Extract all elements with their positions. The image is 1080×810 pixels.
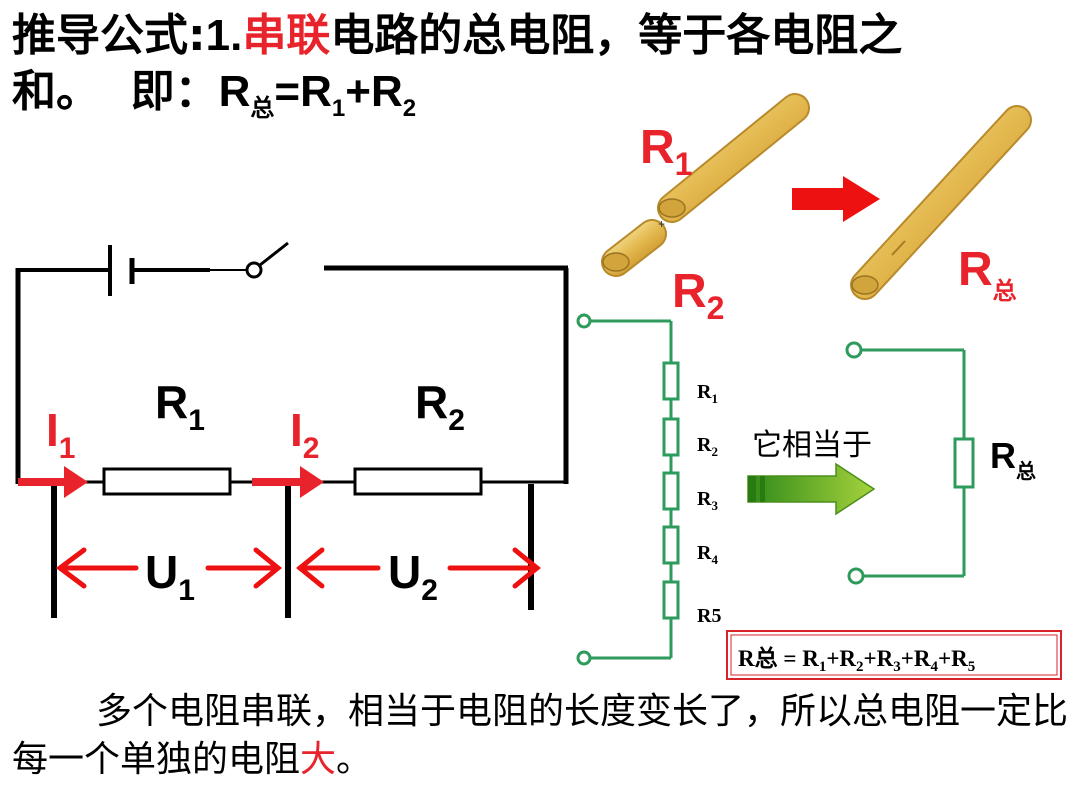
current-arrow-i2-icon (252, 466, 324, 498)
chain-label-1: R1 (697, 381, 718, 406)
equivalent-arrow-icon (747, 462, 876, 516)
formula-box (726, 630, 1062, 680)
chain-resistor-2 (662, 417, 680, 457)
page-title: 推导公式:1.串联电路的总电阻，等于各电阻之和。 即：R总=R1+R2 (12, 8, 1072, 137)
chain-label-3: R3 (697, 488, 718, 513)
formula-sub2: 2 (402, 94, 417, 122)
formula-box-text: R总 = R1+R2+R3+R4+R5 (738, 645, 975, 675)
rod-illustration: + R1 R2 R总 (601, 93, 1032, 326)
rod-r1-label: R1 (640, 121, 692, 182)
rod-r2-label: R2 (672, 265, 724, 326)
equiv-total-label: R总 (990, 435, 1036, 483)
circuit-i1-label: I1 (46, 404, 75, 465)
bottom-explanation: 多个电阻串联，相当于电阻的长度变长了，所以总电阻一定比每一个单独的电阻大。 (12, 688, 1072, 784)
chain-label-4: R4 (697, 542, 718, 567)
bottom-highlight: 大 (300, 739, 337, 780)
formula-eq: =R (274, 67, 332, 116)
current-arrows (18, 466, 324, 498)
equiv-resistor (953, 437, 975, 489)
current-arrow-i1-icon (18, 466, 88, 498)
svg-text:+: + (658, 217, 665, 231)
rod-total (850, 105, 1032, 300)
equiv-terminal-bottom (847, 567, 865, 585)
rod-arrow-icon (792, 176, 880, 222)
formula-sub1: 1 (331, 94, 346, 122)
rod-r1 (657, 93, 810, 223)
chain-resistor-3 (662, 471, 680, 511)
formula-lhs-sub: 总 (250, 94, 275, 122)
series-chain (576, 313, 680, 666)
series-circuit (15, 241, 569, 618)
title-prefix: 推导公式: (12, 10, 206, 61)
chain-resistor-4 (662, 525, 680, 565)
rod-total-label: R总 (958, 243, 1017, 305)
title-highlight: 串联 (242, 10, 331, 61)
bottom-main-text: 多个电阻串联，相当于电阻的长度变长了，所以总电阻一定比每一个单独的电阻 (12, 691, 1069, 780)
chain-label-5: R5 (697, 605, 721, 627)
circuit-r2-label: R2 (415, 376, 465, 437)
resistor-r1 (102, 467, 232, 496)
formula-plus: +R (345, 67, 403, 116)
equiv-terminal-top (845, 341, 863, 359)
circuit-u2-label: U2 (388, 546, 438, 607)
resistor-r2 (353, 467, 483, 496)
circuit-r1-label: R1 (155, 376, 205, 437)
formula-box-inner (730, 634, 1058, 676)
title-formula: R总=R1+R2 (218, 67, 416, 122)
formula-lhs: R (218, 67, 251, 116)
bottom-end: 。 (336, 739, 373, 780)
chain-labels: R1 R2 R3 R4 R5 (697, 381, 721, 627)
chain-terminal-bottom (576, 650, 592, 666)
title-number: 1. (205, 11, 243, 60)
circuit-u1-label: U1 (145, 546, 195, 607)
switch-lever (259, 241, 289, 267)
title-rest: 电路的总电阻，等于各电阻之和。 (12, 10, 903, 117)
rod-r2 (601, 219, 667, 277)
formula-label: 即： (130, 66, 219, 117)
chain-terminal-top (576, 313, 592, 329)
chain-label-2: R2 (697, 434, 718, 459)
chain-resistor-5 (662, 580, 680, 620)
switch-pivot (245, 261, 263, 279)
equivalent-text: 它相当于 (752, 428, 872, 463)
voltage-arrows (55, 547, 541, 589)
equivalent-circuit (845, 341, 975, 585)
circuit-i2-label: I2 (290, 404, 319, 465)
chain-resistor-1 (662, 361, 680, 401)
